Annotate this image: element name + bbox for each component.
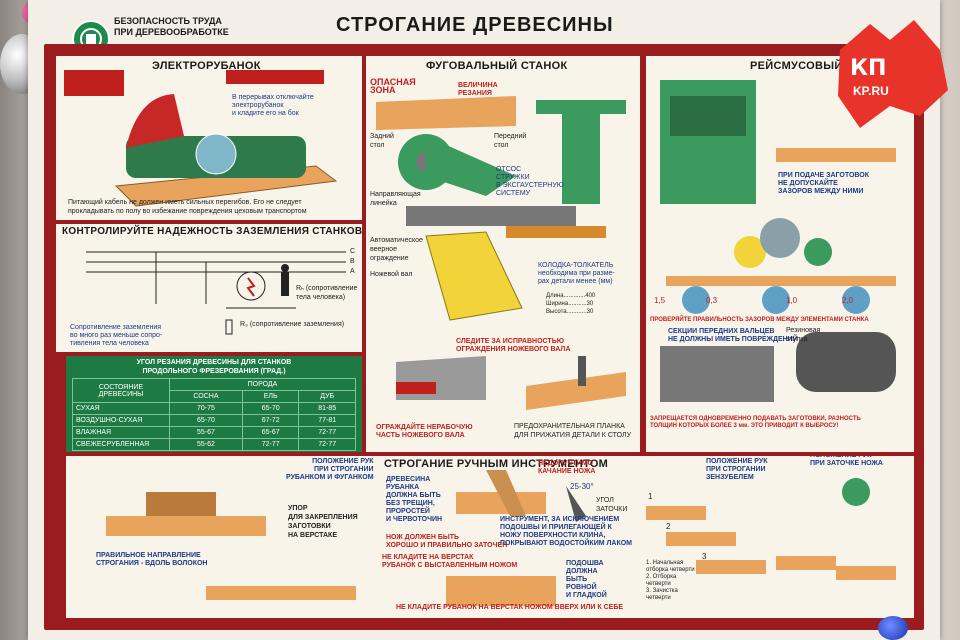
row-state: ВОЗДУШНО-СУХАЯ (72, 414, 170, 427)
jointer-illustration (376, 96, 626, 410)
gap-1-5: 1,5 (654, 296, 666, 305)
sole-note: ПОДОШВА ДОЛЖНА БЫТЬ РОВНОЙ И ГЛАДКОЙ (566, 560, 607, 599)
species-pine: СОСНА (169, 390, 243, 403)
cut-depth-label: ВЕЛИЧИНА РЕЗАНИЯ (458, 82, 498, 97)
table-row: СВЕЖЕСРУБЛЕННАЯ 55-62 72-77 72-77 (72, 438, 356, 451)
species-oak: ДУБ (298, 390, 356, 403)
knife-sharp-note: НОЖ ДОЛЖЕН БЫТЬ ХОРОШО И ПРАВИЛЬНО ЗАТОЧ… (386, 534, 508, 549)
stop-label: УПОР ДЛЯ ЗАКРЕПЛЕНИЯ ЗАГОТОВКИ НА ВЕРСТА… (288, 505, 358, 539)
panel-title: ФУГОВАЛЬНЫЙ СТАНОК (426, 60, 568, 72)
fan-guard-label: Автоматическое веерное ограждение (370, 237, 423, 262)
phase-b-label: B (350, 258, 355, 265)
roller-sections-note: СЕКЦИИ ПЕРЕДНИХ ВАЛЬЦЕВ НЕ ДОЛЖНЫ ИМЕТЬ … (668, 328, 798, 343)
rubber-sleeve-label: Резиновая втулка (786, 327, 821, 343)
pusher-dimensions: Длина.............400 Ширина...........3… (546, 293, 596, 315)
planer-note-cable: Питающий кабель не должен иметь сильных … (68, 199, 307, 215)
fence-guard-note: ОГРАЖДАЙТЕ НЕРАБОЧУЮ ЧАСТЬ НОЖЕВОГО ВАЛА (376, 424, 473, 439)
cell: 81-85 (298, 402, 356, 415)
angle-value: 25-30° (570, 482, 594, 491)
fence-label: Направляющая линейка (370, 191, 421, 207)
clamp-bar-note: ПРЕДОХРАНИТЕЛЬНАЯ ПЛАНКА ДЛЯ ПРИЖАТИЯ ДЕ… (514, 423, 632, 439)
no-put-up-note: НЕ КЛАДИТЕ РУБАНОК НА ВЕРСТАК НОЖОМ ВВЕР… (396, 604, 624, 611)
phase-c-label: C (350, 248, 356, 255)
plane-hands-label: ПОЛОЖЕНИЕ РУК ПРИ СТРОГАНИИ РУБАНКОМ И Ф… (286, 458, 374, 481)
cell: 65-70 (241, 402, 300, 415)
block-note: ДРЕВЕСИНА РУБАНКА ДОЛЖНА БЫТЬ БЕЗ ТРЕЩИН… (386, 476, 443, 523)
breed-header: ПОРОДА (169, 378, 356, 391)
blue-magnet (878, 616, 908, 640)
angles-table-title: УГОЛ РЕЗАНИЯ ДРЕВЕСИНЫ ДЛЯ СТАНКОВ ПРОДО… (136, 359, 292, 375)
direction-note: ПРАВИЛЬНОЕ НАПРАВЛЕНИЕ СТРОГАНИЯ - ВДОЛЬ… (96, 552, 208, 567)
state-header: СОСТОЯНИЕ ДРЕВЕСИНЫ (72, 378, 170, 403)
knife-shaft-label: Ножевой вал (370, 271, 413, 278)
cell: 70-75 (169, 402, 243, 415)
cell: 72-77 (298, 426, 356, 439)
body-resistance-label: Rₕ (сопротивление тела человека) (296, 285, 358, 301)
row-state: СУХАЯ (72, 402, 170, 415)
zenzubel-hands-label: ПОЛОЖЕНИЕ РУК ПРИ СТРОГАНИИ ЗЕНЗУБЕЛЕМ (706, 458, 768, 481)
knife-hands-label: ПОЛОЖЕНИЕ РУК ПРИ ЗАТОЧКЕ НОЖА (810, 456, 883, 467)
poster-series: БЕЗОПАСНОСТЬ ТРУДА ПРИ ДЕРЕВООБРАБОТКЕ (114, 16, 229, 37)
electric-planer-illustration (64, 70, 338, 207)
kp-watermark-icon (838, 20, 948, 128)
panel-cutting-angles: УГОЛ РЕЗАНИЯ ДРЕВЕСИНЫ ДЛЯ СТАНКОВ ПРОДО… (66, 356, 362, 452)
cell: 72-77 (241, 438, 300, 451)
cell: 67-72 (241, 414, 300, 427)
row-state: ВЛАЖНАЯ (72, 426, 170, 439)
planer-note-rest: В перерывах отключайте электрорубанок и … (232, 94, 314, 117)
kp-site: KP.RU (853, 84, 889, 98)
panel-title: СТРОГАНИЕ РУЧНЫМ ИНСТРУМЕНТОМ (384, 458, 609, 470)
tool-varnish-note: ИНСТРУМЕНТ, ЗА ИСКЛЮЧЕНИЕМ ПОДОШВЫ И ПРИ… (500, 516, 633, 547)
gap-1-0: 1,0 (786, 296, 798, 305)
panel-electric-planer: ЭЛЕКТРОРУБАНОК В перерывах отключайте эл… (56, 56, 362, 220)
feed-gap-note: ПРИ ПОДАЧЕ ЗАГОТОВОК НЕ ДОПУСКАЙТЕ ЗАЗОР… (778, 172, 870, 195)
table-row: ВОЗДУШНО-СУХАЯ 65-70 67-72 77-81 (72, 414, 356, 427)
no-put-note: НЕ КЛАДИТЕ НА ВЕРСТАК РУБАНОК С ВЫСТАВЛЕ… (382, 554, 518, 569)
forbid-note: ЗАПРЕЩАЕТСЯ ОДНОВРЕМЕННО ПОДАВАТЬ ЗАГОТО… (650, 416, 861, 429)
poster-title: СТРОГАНИЕ ДРЕВЕСИНЫ (336, 14, 614, 36)
kp-brand: КП (850, 56, 887, 81)
wobble-note: НЕДОПУСТИМО КАЧАНИЕ НОЖА (538, 460, 596, 475)
hand-planing-illustration (106, 470, 896, 606)
chip-extraction-label: ОТСОС СТРУЖКИ В ЭКСГАУСТЕРНУЮ СИСТЕМУ (496, 166, 564, 197)
step-2: 2 (666, 522, 671, 531)
cutting-angle-table: СОСТОЯНИЕ ДРЕВЕСИНЫ ПОРОДА СОСНА ЕЛЬ ДУБ… (72, 378, 356, 451)
danger-zone-label: ОПАСНАЯ ЗОНА (370, 77, 416, 95)
cell: 77-81 (298, 414, 356, 427)
check-gaps-note: ПРОВЕРЯЙТЕ ПРАВИЛЬНОСТЬ ЗАЗОРОВ МЕЖДУ ЭЛ… (650, 317, 869, 323)
table-row: СУХАЯ 70-75 65-70 81-85 (72, 402, 356, 415)
cell: 55-67 (169, 426, 243, 439)
grounding-note: Сопротивление заземления во много раз ме… (70, 324, 163, 347)
panel-hand-planing: СТРОГАНИЕ РУЧНЫМ ИНСТРУМЕНТОМ ПОЛОЖЕНИЕ … (66, 456, 914, 618)
watch-guard-note: СЛЕДИТЕ ЗА ИСПРАВНОСТЬЮ ОГРАЖДЕНИЯ НОЖЕВ… (456, 338, 571, 353)
steps-list: 1. Начальная отборка четверти 2. Отборка… (646, 560, 695, 601)
panel-title: КОНТРОЛИРУЙТЕ НАДЕЖНОСТЬ ЗАЗЕМЛЕНИЯ СТАН… (62, 226, 362, 237)
sharpen-angle-label: УГОЛ ЗАТОЧКИ (596, 497, 628, 513)
panel-grounding: КОНТРОЛИРУЙТЕ НАДЕЖНОСТЬ ЗАЗЕМЛЕНИЯ СТАН… (56, 224, 362, 352)
step-3: 3 (702, 552, 707, 561)
panel-title: ЭЛЕКТРОРУБАНОК (152, 60, 261, 72)
front-table-label: Передний стол (494, 133, 527, 149)
gap-2-0: 2,0 (842, 296, 854, 305)
step-1: 1 (648, 492, 653, 501)
phase-a-label: A (350, 268, 355, 275)
gap-0-3: 0,3 (706, 296, 718, 305)
ground-resistance-label: R₃ (сопротивление заземления) (240, 321, 345, 328)
cell: 55-62 (169, 438, 243, 451)
row-state: СВЕЖЕСРУБЛЕННАЯ (72, 438, 170, 451)
panel-jointer: ФУГОВАЛЬНЫЙ СТАНОК ОПАСНАЯ ЗОНА ВЕЛИЧИНА… (366, 56, 640, 452)
rear-table-label: Задний стол (370, 133, 394, 149)
grounding-diagram (86, 251, 346, 335)
cell: 65-67 (241, 426, 300, 439)
panel-thicknesser: РЕЙСМУСОВЫЙ СТАНОК ПРИ ПОДАЧЕ ЗАГОТОВОК … (646, 56, 914, 452)
pusher-note: КОЛОДКА-ТОЛКАТЕЛЬ необходима при разме- … (538, 262, 615, 285)
cell: 65-70 (169, 414, 243, 427)
table-row: ВЛАЖНАЯ 55-67 65-67 72-77 (72, 426, 356, 439)
thicknesser-illustration (660, 80, 896, 402)
cell: 72-77 (298, 438, 356, 451)
species-spruce: ЕЛЬ (241, 390, 300, 403)
